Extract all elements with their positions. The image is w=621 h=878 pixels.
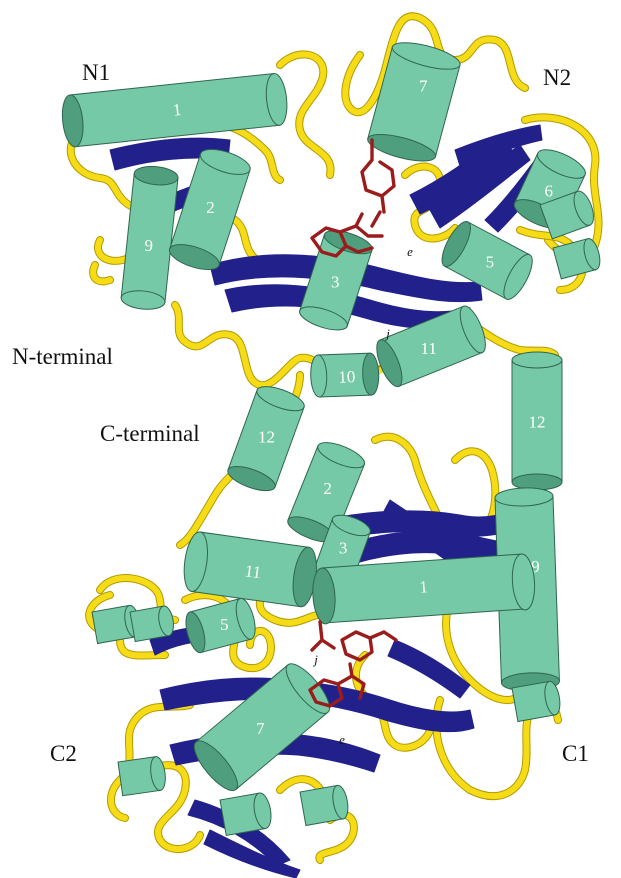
lower-helices: 12 2 3 11 [92,382,562,836]
lower-helix-3-label: 3 [339,539,348,558]
lower-helix-small-b [130,605,176,642]
upper-helix-2-label: 2 [206,198,215,217]
label-c1: C1 [562,741,589,766]
upper-helix-11-label: 11 [420,339,436,358]
lower-site-e: e [339,732,345,747]
label-n2: N2 [543,65,571,90]
label-c2: C2 [50,741,77,766]
upper-helix-10: 10 [310,353,379,397]
lower-site-j: j [312,652,318,667]
upper-helix-5-label: 5 [486,252,495,271]
lower-helix-11-label: 11 [244,561,263,582]
upper-helix-12: 12 [512,352,562,490]
lower-helix-2-label: 2 [323,479,332,498]
lower-helix-12: 12 [225,382,307,496]
upper-helix-2: 2 [167,144,254,274]
lower-helix-small-d [220,792,274,836]
upper-helix-12-label: 12 [529,413,546,432]
lower-helix-small-e [300,784,350,825]
upper-helix-6-label: 6 [545,182,554,201]
lower-helix-7-label: 7 [256,719,265,738]
label-c-terminal: C-terminal [100,421,200,446]
lower-helix-small-c1 [512,680,562,721]
label-n-terminal: N-terminal [12,344,113,369]
lower-helix-5-label: 5 [220,615,229,634]
lower-helix-12-label: 12 [258,428,275,447]
label-n1: N1 [82,60,110,85]
lower-helix-1-label: 1 [419,577,429,597]
upper-helix-10-label: 10 [338,367,356,387]
upper-helix-3-label: 3 [331,273,340,292]
upper-helix-7: 7 [365,37,462,166]
upper-site-e: e [407,244,413,259]
upper-helix-7-label: 7 [419,77,428,96]
upper-molecule: 1 9 2 3 [60,16,603,490]
lower-molecule: 12 2 3 11 [89,375,562,878]
lower-helix-small-c [118,756,167,796]
upper-helix-9: 9 [120,164,179,311]
upper-helix-9-label: 9 [145,236,154,255]
